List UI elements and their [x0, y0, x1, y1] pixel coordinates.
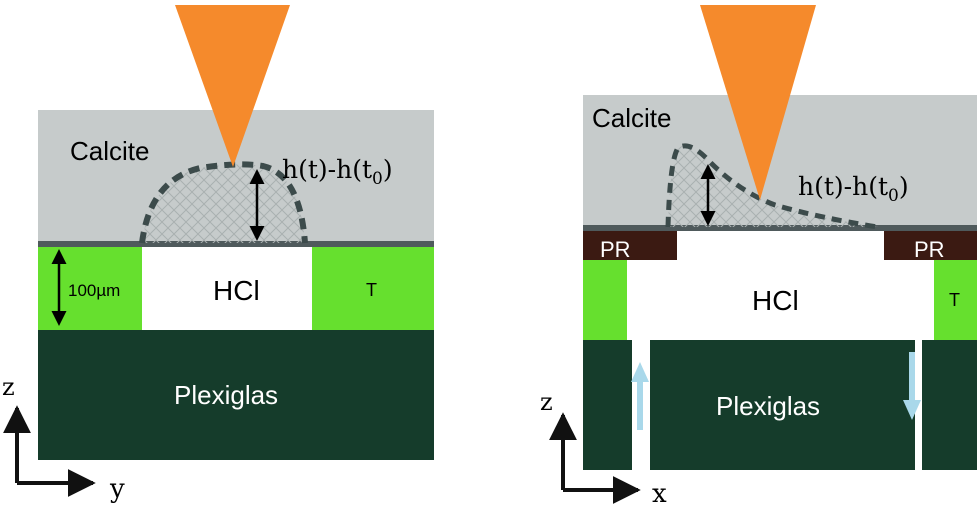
photoresist-left: [583, 231, 677, 260]
tape-label: T: [949, 290, 960, 310]
dissolution-profile: [668, 145, 878, 227]
height-label: h(t)-h(t0): [282, 155, 393, 189]
pr-left-label: PR: [600, 237, 631, 262]
plexiglas-left: [583, 340, 632, 470]
calcite-label: Calcite: [70, 136, 149, 166]
interface-line: [583, 225, 977, 231]
plexiglas-label: Plexiglas: [716, 391, 820, 421]
pr-right-label: PR: [914, 237, 945, 262]
left-axes: z y: [2, 373, 125, 504]
hcl-label: HCl: [752, 285, 799, 316]
tape-left: [583, 260, 627, 340]
plexiglas-block: [38, 330, 434, 460]
hcl-channel: [627, 260, 934, 340]
right-panel: Calcite h(t)-h(t0) PR PR HCl T Plexiglas…: [540, 5, 977, 509]
tape-right: [934, 260, 977, 340]
photoresist-right: [884, 231, 977, 260]
interface-line: [38, 241, 434, 247]
axis-x-label: x: [652, 479, 667, 509]
axis-z-label: z: [2, 373, 15, 401]
axis-z-label: z: [540, 388, 553, 416]
afm-tip-icon: [175, 5, 290, 167]
dissolution-outline: [139, 161, 308, 244]
afm-tip-icon: [700, 5, 816, 200]
plexiglas-right: [922, 340, 977, 470]
tape-label: T: [366, 280, 377, 300]
plexiglas-label: Plexiglas: [174, 380, 278, 410]
right-axes: z x: [540, 388, 667, 509]
hcl-label: HCl: [213, 275, 260, 306]
hcl-channel-top: [677, 231, 884, 260]
flow-in-arrow: [631, 362, 649, 430]
hcl-channel: [142, 247, 312, 330]
flow-out-arrow: [903, 352, 921, 420]
calcite-label: Calcite: [592, 103, 671, 133]
axis-y-label: y: [109, 474, 125, 504]
tape-right: [312, 247, 434, 330]
plexiglas-center: [650, 340, 915, 470]
thickness-label: 100µm: [68, 281, 120, 300]
left-panel: Calcite h(t)-h(t0) 100µm HCl T Plexiglas…: [2, 5, 434, 504]
